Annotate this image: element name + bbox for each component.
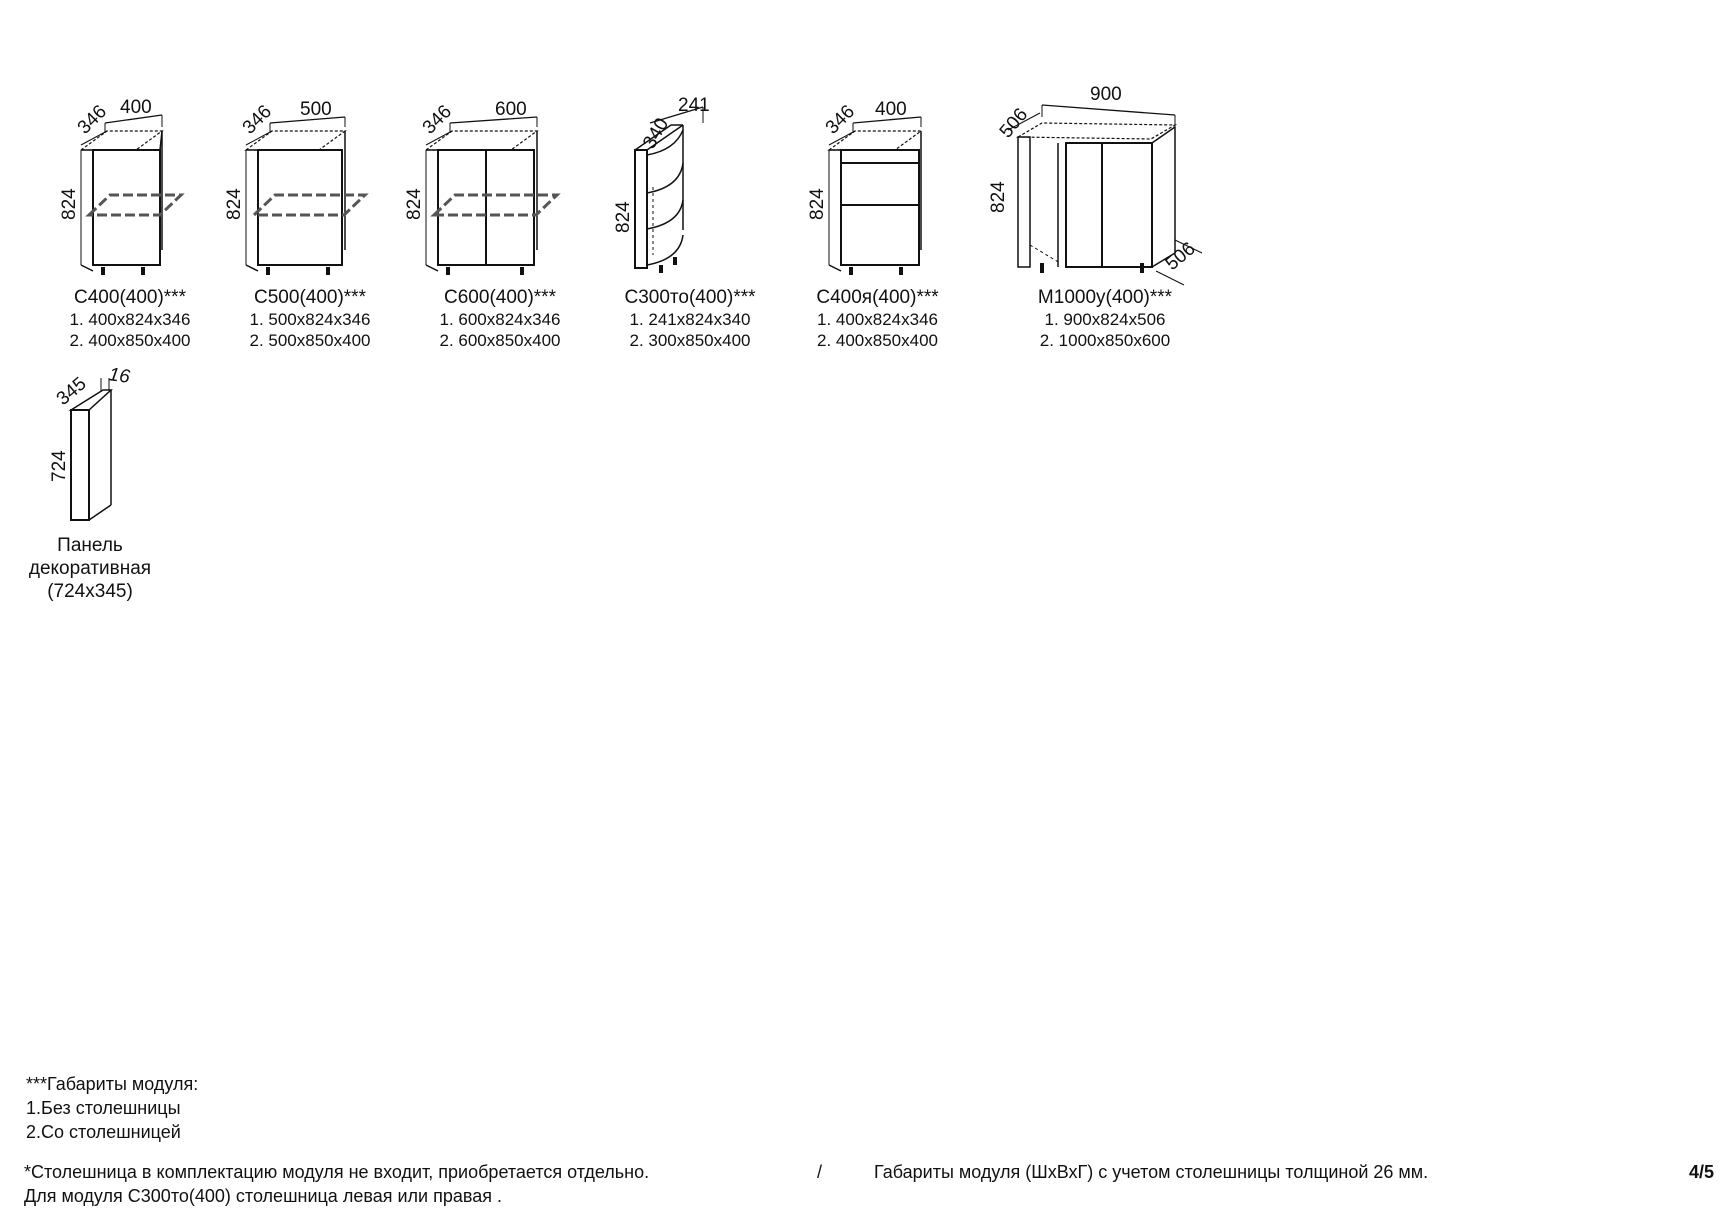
cabinet-drawing-m1000u: 900 506 824 506 bbox=[988, 84, 1203, 286]
module-c600: 600 346 824 bbox=[400, 95, 575, 275]
cabinet-drawing-c400ya: 400 346 824 bbox=[807, 99, 923, 275]
panel-drawing: 345 16 724 bbox=[49, 364, 132, 521]
module-c400ya: 400 346 824 bbox=[805, 95, 955, 275]
spec-with-top: 2. 400x850x400 bbox=[817, 331, 938, 350]
page-number: 4/5 bbox=[1688, 1162, 1714, 1182]
module-panel: 345 16 724 bbox=[45, 360, 145, 530]
height-dim: 724 bbox=[49, 450, 70, 482]
module-name: С400(400)*** bbox=[74, 287, 186, 308]
module-c400: 400 346 824 bbox=[55, 95, 205, 275]
module-name: М1000у(400)*** bbox=[1037, 287, 1173, 308]
cabinet-drawing-c400: 400 346 824 bbox=[59, 97, 185, 275]
caption-c600: С600(400)*** 1. 600x824x346 2. 600x850x4… bbox=[415, 287, 585, 351]
spec-without-top: 1. 900x824x506 bbox=[1044, 310, 1166, 329]
width-dim: 900 bbox=[1090, 84, 1122, 105]
height-dim: 824 bbox=[613, 201, 634, 233]
module-c300to: 241 340 824 bbox=[605, 95, 725, 275]
height-dim: 824 bbox=[224, 188, 245, 220]
height-dim: 824 bbox=[988, 181, 1009, 213]
width-dim: 500 bbox=[300, 99, 332, 120]
legend-item-1: 1.Без столешницы bbox=[26, 1098, 181, 1118]
spec-with-top: 2. 600x850x400 bbox=[439, 331, 561, 350]
caption-c400ya: С400я(400)*** 1. 400x824x346 2. 400x850x… bbox=[790, 287, 965, 351]
module-m1000u: 900 506 824 506 bbox=[980, 84, 1210, 286]
spec-without-top: 1. 241x824x340 bbox=[629, 310, 751, 329]
caption-panel: Панель декоративная (724x345) bbox=[20, 534, 160, 603]
module-name: С600(400)*** bbox=[444, 287, 556, 308]
width-dim: 600 bbox=[495, 99, 527, 120]
spec-without-top: 1. 400x824x346 bbox=[69, 310, 191, 329]
panel-caption-line1: Панель bbox=[57, 535, 123, 556]
dimensions-legend: ***Габариты модуля: 1.Без столешницы 2.С… bbox=[26, 1072, 198, 1144]
panel-caption-line2: декоративная bbox=[28, 558, 152, 579]
legend-title: ***Габариты модуля: bbox=[26, 1074, 199, 1094]
caption-c500: С500(400)*** 1. 500x824x346 2. 500x850x4… bbox=[225, 287, 395, 351]
footer-note-dimensions: Габариты модуля (ШхВхГ) с учетом столешн… bbox=[874, 1162, 1429, 1182]
caption-c400: С400(400)*** 1. 400x824x346 2. 400x850x4… bbox=[45, 287, 215, 351]
thickness-dim: 16 bbox=[107, 364, 131, 388]
height-dim: 824 bbox=[404, 188, 425, 220]
spec-without-top: 1. 600x824x346 bbox=[439, 310, 561, 329]
spec-with-top: 2. 400x850x400 bbox=[69, 331, 191, 350]
depth-dim: 345 bbox=[53, 373, 91, 409]
width-dim: 241 bbox=[678, 95, 710, 116]
spec-without-top: 1. 500x824x346 bbox=[249, 310, 371, 329]
spec-with-top: 2. 500x850x400 bbox=[249, 331, 371, 350]
spec-without-top: 1. 400x824x346 bbox=[817, 310, 938, 329]
cabinet-drawing-c500: 500 346 824 bbox=[224, 99, 369, 275]
panel-caption-line3: (724x345) bbox=[47, 581, 133, 602]
height-dim: 824 bbox=[807, 188, 828, 220]
width-dim: 400 bbox=[875, 99, 907, 120]
width-dim: 400 bbox=[120, 97, 152, 118]
spec-with-top: 2. 300x850x400 bbox=[629, 331, 751, 350]
footer-separator: / bbox=[817, 1162, 823, 1182]
footer-note-countertop: *Столешница в комплектацию модуля не вхо… bbox=[24, 1162, 650, 1182]
depth2-dim: 506 bbox=[1162, 238, 1200, 274]
module-name: С500(400)*** bbox=[254, 287, 366, 308]
module-c500: 500 346 824 bbox=[220, 95, 380, 275]
cabinet-drawing-c600: 600 346 824 bbox=[404, 99, 561, 275]
module-name: С300то(400)*** bbox=[624, 287, 756, 308]
caption-m1000u: М1000у(400)*** 1. 900x824x506 2. 1000x85… bbox=[1010, 287, 1200, 351]
module-name: С400я(400)*** bbox=[816, 287, 939, 308]
legend-item-2: 2.Со столешницей bbox=[26, 1122, 181, 1142]
spec-with-top: 2. 1000x850x600 bbox=[1039, 331, 1171, 350]
caption-c300to: С300то(400)*** 1. 241x824x340 2. 300x850… bbox=[600, 287, 780, 351]
height-dim: 824 bbox=[59, 188, 80, 220]
cabinet-drawing-c300to: 241 340 824 bbox=[613, 95, 710, 273]
footer-note-c300to: Для модуля С300то(400) столешница левая … bbox=[24, 1186, 502, 1206]
